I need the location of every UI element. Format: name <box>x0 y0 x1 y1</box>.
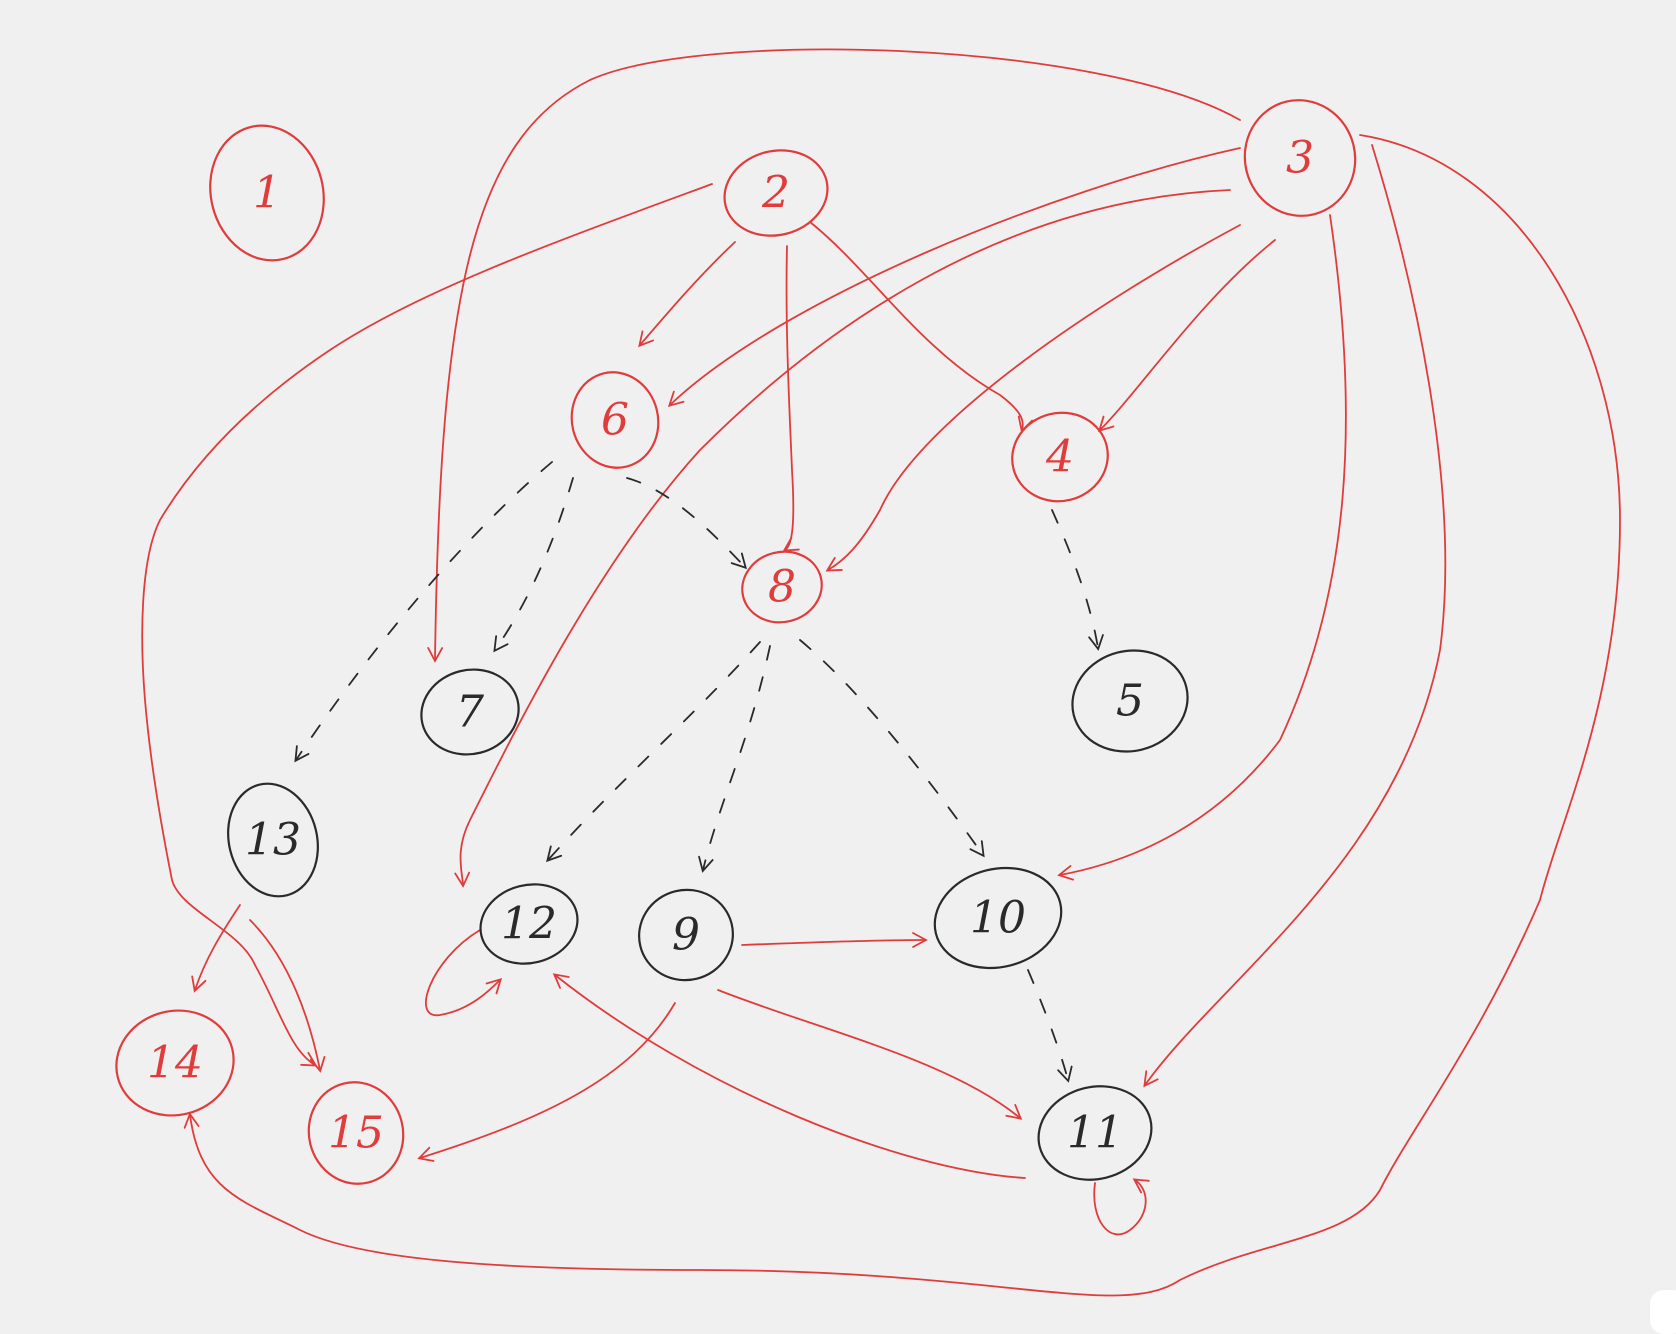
node-12-label: 12 <box>501 899 557 950</box>
node-9-label: 9 <box>672 910 700 961</box>
node-1-label: 1 <box>253 168 281 219</box>
node-7-circle <box>420 668 520 756</box>
node-8[interactable]: 8 <box>735 543 830 630</box>
node-10-label: 10 <box>970 893 1026 944</box>
node-1-circle <box>209 124 325 262</box>
edge-9-to-11 <box>717 989 1023 1120</box>
node-3-label: 3 <box>1286 133 1314 184</box>
node-11-circle <box>1037 1085 1153 1181</box>
edge-3-to-6 <box>667 147 1241 407</box>
edge-3-to-11 <box>1143 144 1447 1088</box>
node-14-circle <box>115 1009 235 1117</box>
edge-13-to-14 <box>191 904 241 993</box>
edge-3-to-12 <box>454 189 1231 888</box>
node-15-circle <box>307 1081 405 1185</box>
node-4[interactable]: 4 <box>1003 403 1117 512</box>
node-6-label: 6 <box>601 395 629 446</box>
node-12[interactable]: 12 <box>472 874 586 973</box>
edge-6-to-7 <box>493 477 574 653</box>
node-1[interactable]: 1 <box>196 113 338 272</box>
edge-2-to-8 <box>782 245 800 552</box>
edge-3-to-10 <box>1057 214 1347 881</box>
node-7[interactable]: 7 <box>412 659 527 764</box>
node-3[interactable]: 3 <box>1233 88 1368 227</box>
node-2-circle <box>723 149 829 237</box>
edge-10-to-11 <box>1027 969 1073 1083</box>
node-5[interactable]: 5 <box>1062 638 1199 763</box>
node-13-circle <box>227 782 319 898</box>
node-13[interactable]: 13 <box>217 774 330 906</box>
edge-13-to-15 <box>249 919 326 1073</box>
node-11[interactable]: 11 <box>1029 1075 1162 1192</box>
node-2[interactable]: 2 <box>715 140 836 247</box>
node-9[interactable]: 9 <box>630 880 743 990</box>
node-12-circle <box>479 883 579 965</box>
node-2-label: 2 <box>761 168 790 219</box>
node-6-circle <box>570 371 660 469</box>
edge-8-to-9 <box>698 645 771 873</box>
edge-6-to-8 <box>626 477 747 570</box>
corner-handle[interactable] <box>1650 1290 1676 1334</box>
node-11-label: 11 <box>1067 1108 1123 1159</box>
node-5-circle <box>1071 649 1189 753</box>
node-13-label: 13 <box>245 815 301 866</box>
edge-3-to-14 <box>183 134 1621 1297</box>
node-15[interactable]: 15 <box>298 1072 414 1194</box>
node-7-label: 7 <box>456 687 484 738</box>
edge-8-to-10 <box>799 639 985 858</box>
node-9-circle <box>638 888 734 982</box>
edge-3-to-4 <box>1097 239 1276 433</box>
edge-9-to-15 <box>417 1002 676 1162</box>
node-8-label: 8 <box>768 562 796 613</box>
edge-11-to-11 <box>1093 1178 1150 1236</box>
edge-2-to-6 <box>638 241 736 348</box>
edges-layer <box>141 48 1621 1297</box>
node-6[interactable]: 6 <box>562 363 669 477</box>
node-14-label: 14 <box>147 1038 203 1089</box>
edge-2-to-14 <box>141 183 713 1067</box>
edge-8-to-12 <box>546 641 761 863</box>
edge-2-to-4 <box>809 221 1034 433</box>
edge-9-to-10 <box>741 932 928 948</box>
edge-3-to-8 <box>825 224 1241 572</box>
edge-11-to-12 <box>552 973 1026 1179</box>
node-10[interactable]: 10 <box>924 855 1072 981</box>
node-3-circle <box>1243 99 1357 217</box>
edge-4-to-5 <box>1051 509 1104 651</box>
node-4-label: 4 <box>1045 432 1074 483</box>
node-14[interactable]: 14 <box>105 998 245 1127</box>
edge-3-to-7 <box>427 48 1241 663</box>
node-4-circle <box>1011 411 1109 503</box>
edge-12-to-12 <box>425 929 503 1016</box>
node-8-circle <box>741 550 823 624</box>
node-5-label: 5 <box>1116 676 1144 727</box>
edge-6-to-13 <box>294 461 553 763</box>
node-10-circle <box>933 866 1063 970</box>
node-15-label: 15 <box>328 1108 384 1159</box>
